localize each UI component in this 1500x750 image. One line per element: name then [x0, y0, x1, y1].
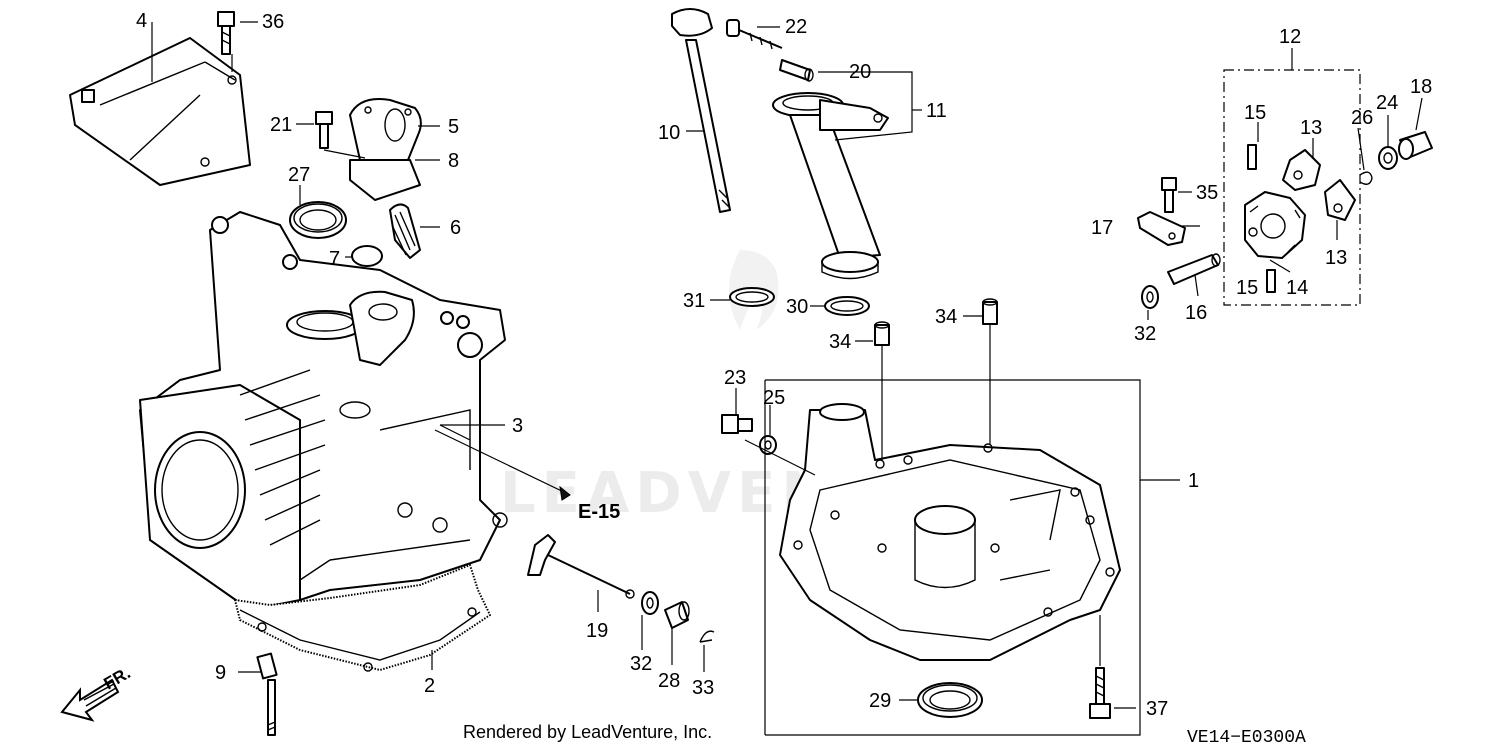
callout-8: 8 — [448, 150, 459, 172]
callout-32b: 32 — [1134, 323, 1156, 345]
part-10-dipstick — [671, 8, 731, 213]
callout-14: 14 — [1286, 277, 1308, 299]
callout-22: 22 — [785, 16, 807, 38]
part-2-gasket — [234, 564, 491, 672]
callout-2: 2 — [424, 675, 435, 697]
callout-26: 26 — [1351, 107, 1373, 129]
part-3-cylinder-block — [139, 211, 508, 611]
callout-32a: 32 — [630, 653, 652, 675]
callout-10: 10 — [658, 122, 680, 144]
callout-9: 9 — [215, 662, 226, 684]
part-23-drain-plug — [721, 414, 753, 434]
part-34-dowel-a — [874, 321, 890, 346]
part-7-plug — [351, 245, 383, 267]
part-24-washer — [1378, 146, 1398, 170]
callout-13b: 13 — [1325, 247, 1347, 269]
callout-25: 25 — [763, 387, 785, 409]
part-22-bolt — [726, 19, 783, 50]
callout-4: 4 — [136, 10, 147, 32]
callout-19: 19 — [586, 620, 608, 642]
callout-7: 7 — [329, 248, 340, 270]
callout-31: 31 — [683, 290, 705, 312]
part-4-bracket — [69, 37, 251, 186]
part-21-bolt — [315, 111, 366, 159]
callout-27: 27 — [288, 164, 310, 186]
leader-lines — [151, 21, 1423, 736]
part-35-bolt — [1161, 177, 1177, 213]
callout-17: 17 — [1091, 217, 1113, 239]
callout-37: 37 — [1146, 698, 1168, 720]
callout-21: 21 — [270, 114, 292, 136]
part-11-filler-tube — [772, 92, 889, 280]
part-5-8-cover — [349, 98, 422, 201]
callout-1: 1 — [1188, 470, 1199, 492]
diagram-code: VE14−E0300A — [1187, 728, 1306, 748]
callout-29: 29 — [869, 690, 891, 712]
part-20-collar — [779, 59, 814, 82]
callout-16: 16 — [1185, 302, 1207, 324]
part-28-bushing — [664, 601, 690, 629]
part-19-governor-arm — [527, 534, 635, 599]
callout-24: 24 — [1376, 92, 1398, 114]
part-29-oil-seal — [917, 682, 983, 718]
part-36-bolt — [217, 11, 235, 72]
callout-33: 33 — [692, 677, 714, 699]
callout-12: 12 — [1279, 26, 1301, 48]
callout-28: 28 — [658, 670, 680, 692]
callout-34b: 34 — [935, 306, 957, 328]
part-31-oring — [729, 287, 775, 307]
callout-11: 11 — [926, 100, 947, 122]
part-32-washer-b — [1141, 285, 1159, 309]
callout-5: 5 — [448, 116, 459, 138]
part-13-weight-b — [1324, 179, 1356, 221]
callout-20: 20 — [849, 61, 871, 83]
part-16-shaft — [1167, 253, 1221, 285]
credit-text: Rendered by LeadVenture, Inc. — [463, 722, 712, 742]
callout-15a: 15 — [1244, 102, 1266, 124]
part-15-pin-b — [1266, 269, 1276, 293]
callout-30: 30 — [786, 296, 808, 318]
part-26-circlip — [1359, 171, 1373, 185]
part-9-breather — [256, 652, 278, 736]
part-37-bolt — [1089, 667, 1111, 719]
part-1-crankcase-cover — [779, 403, 1121, 661]
front-direction-arrow: FR. — [60, 663, 134, 722]
reference-e15: E-15 — [559, 485, 620, 523]
callout-3: 3 — [512, 415, 523, 437]
callout-36: 36 — [262, 11, 284, 33]
part-32-washer-a — [641, 591, 659, 615]
callout-35: 35 — [1196, 182, 1218, 204]
part-18-sleeve — [1398, 131, 1433, 160]
callout-23: 23 — [724, 367, 746, 389]
part-27-oil-seal — [289, 201, 347, 239]
callout-18: 18 — [1410, 76, 1432, 98]
part-34-dowel-b — [982, 298, 998, 325]
part-6-filter — [389, 203, 421, 259]
callout-labels: 4 36 21 5 8 27 6 7 3 2 9 10 22 20 11 31 … — [136, 10, 1432, 720]
callout-34a: 34 — [829, 331, 851, 353]
part-30-oring — [824, 296, 870, 316]
reference-label: E-15 — [578, 501, 620, 523]
part-14-gear — [1244, 191, 1306, 259]
part-15-pin-a — [1247, 144, 1257, 170]
part-13-weight-a — [1282, 149, 1321, 191]
callout-13a: 13 — [1300, 117, 1322, 139]
part-33-clip — [699, 630, 715, 643]
callout-6: 6 — [450, 217, 461, 239]
callout-15b: 15 — [1236, 277, 1258, 299]
part-17-plate — [1137, 211, 1186, 246]
